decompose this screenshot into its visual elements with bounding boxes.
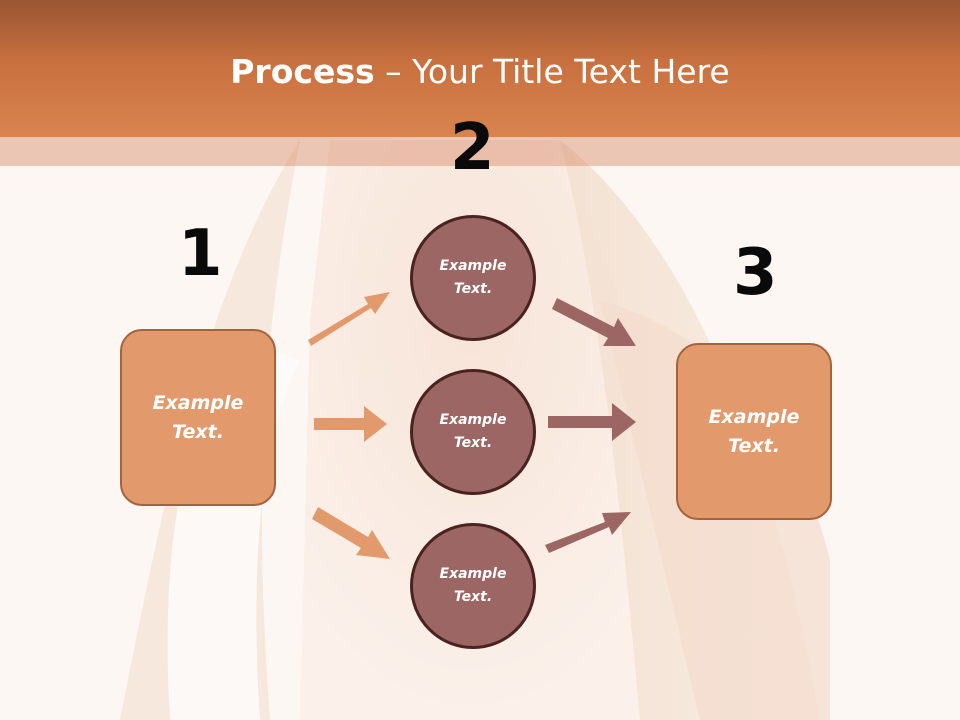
banner-strip	[0, 137, 960, 166]
arrow-left-bottom	[312, 507, 390, 559]
arrow-left-middle	[314, 406, 387, 442]
title-banner	[0, 0, 960, 137]
arrow-right-bottom	[545, 512, 631, 553]
middle-step-circle-2: Example Text.	[410, 369, 536, 495]
title-rest: – Your Title Text Here	[374, 52, 730, 91]
left-step-box: Example Text.	[120, 329, 276, 506]
arrow-right-middle	[548, 403, 636, 441]
slide-title: Process – Your Title Text Here	[0, 52, 960, 91]
arrow-right-top	[552, 298, 636, 346]
middle-step-circle-1: Example Text.	[410, 215, 536, 341]
step-number-1: 1	[178, 217, 223, 291]
title-bold: Process	[230, 52, 375, 91]
middle-step-circle-3: Example Text.	[410, 523, 536, 649]
step-number-2: 2	[450, 111, 495, 185]
step-number-3: 3	[733, 236, 778, 310]
right-step-box: Example Text.	[676, 343, 832, 520]
arrow-left-top	[308, 292, 390, 346]
